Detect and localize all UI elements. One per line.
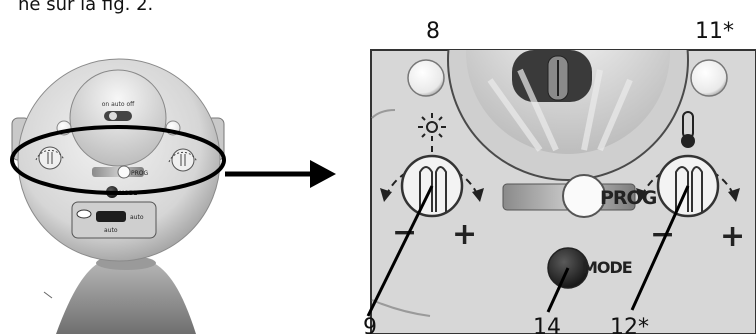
button-8[interactable] (407, 59, 445, 97)
callout-8: 8 (426, 19, 440, 44)
surface-mark (43, 291, 53, 299)
prog-slider-knob[interactable] (562, 174, 606, 218)
device-overview: on auto off PROG MODE auto auto (10, 58, 226, 334)
sun-icon (418, 113, 446, 141)
thermometer-icon (681, 111, 695, 148)
device-base (56, 262, 196, 334)
light-plus-sign: + (452, 217, 477, 252)
light-arc-arrow-right (472, 188, 484, 202)
leader-line-14 (546, 267, 570, 313)
zoom-highlight-ellipse (10, 125, 226, 195)
callout-14: 14 (533, 315, 561, 334)
callout-leader-lines (366, 185, 690, 317)
zoomed-panel: − + − + PROG MODE (366, 49, 756, 334)
device-switch-knob (109, 112, 117, 120)
device-knob-temp-small (168, 148, 198, 172)
device-prog-knob-small (117, 165, 131, 179)
device-lower-vent-pill (76, 209, 92, 219)
panel-bevel (371, 109, 431, 317)
light-knob-grip (419, 166, 447, 212)
light-knob-arc (385, 164, 479, 197)
temp-knob-arc (641, 164, 735, 197)
device-knob-light-small (35, 146, 65, 170)
device-vent-label-top: auto (130, 214, 144, 221)
callout-12: 12* (610, 315, 649, 334)
leader-line-9 (366, 185, 434, 317)
temp-knob-grip (675, 166, 703, 212)
prog-label: PROG (600, 187, 657, 209)
device-vent-label-bottom: auto (104, 227, 118, 234)
button-11[interactable] (690, 59, 728, 97)
device-switch-label: on auto off (102, 101, 135, 108)
dome-shading (487, 68, 633, 152)
callout-9: 9 (363, 315, 377, 334)
temp-arc-arrow-left (636, 188, 648, 202)
temp-arc-arrow-right (728, 188, 740, 202)
mode-label: MODE (582, 258, 632, 277)
device-lower-vent-slot (96, 211, 126, 222)
header-fragment: ne sur la fig. 2. (18, 0, 153, 15)
temp-plus-sign: + (720, 219, 745, 254)
leader-line-12 (630, 185, 690, 311)
device-switch (104, 111, 132, 121)
light-arc-arrow-left (380, 188, 392, 202)
device-prog-label-small: PROG (131, 170, 149, 177)
callout-11: 11* (695, 19, 734, 44)
zoom-arrow (225, 160, 336, 188)
